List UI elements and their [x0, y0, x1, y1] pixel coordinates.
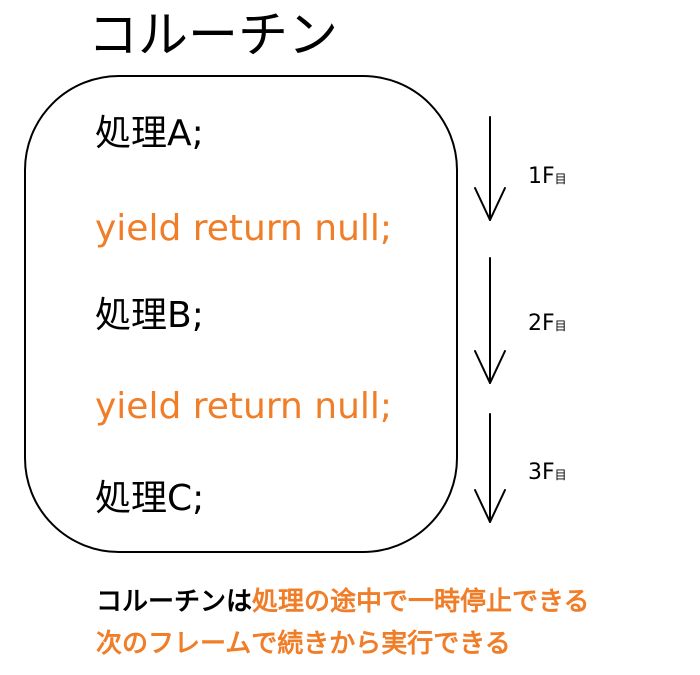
frame-label-3-num: 3F [528, 460, 555, 485]
coroutine-box [24, 75, 458, 553]
code-line-yield-1: yield return null; [95, 208, 393, 249]
diagram-title: コルーチン [88, 6, 338, 64]
code-line-process-b: 処理B; [95, 295, 204, 336]
caption-line-1-prefix: コルーチンは [96, 587, 253, 617]
frame-label-2-num: 2F [528, 311, 555, 336]
caption-line-1-highlight: 処理の途中で一時停止できる [252, 587, 590, 617]
frame-label-1-num: 1F [528, 164, 555, 189]
code-line-yield-2: yield return null; [95, 386, 393, 427]
frame-arrows [474, 116, 506, 523]
frame-label-2: 2F目 [528, 309, 567, 341]
code-line-process-a: 処理A; [95, 113, 204, 154]
frame-label-1: 1F目 [528, 162, 567, 194]
code-line-process-c: 処理C; [95, 478, 205, 519]
arrow-down-icon [474, 257, 506, 384]
frame-label-1-unit: 目 [554, 172, 567, 186]
frame-label-3-unit: 目 [554, 468, 567, 482]
arrow-down-icon [474, 116, 506, 221]
arrow-down-icon [474, 413, 506, 523]
frame-label-3: 3F目 [528, 458, 567, 490]
frame-label-2-unit: 目 [554, 319, 567, 333]
caption-line-1: コルーチンは処理の途中で一時停止できる [96, 582, 590, 622]
caption-line-2: 次のフレームで続きから実行できる [96, 629, 511, 659]
